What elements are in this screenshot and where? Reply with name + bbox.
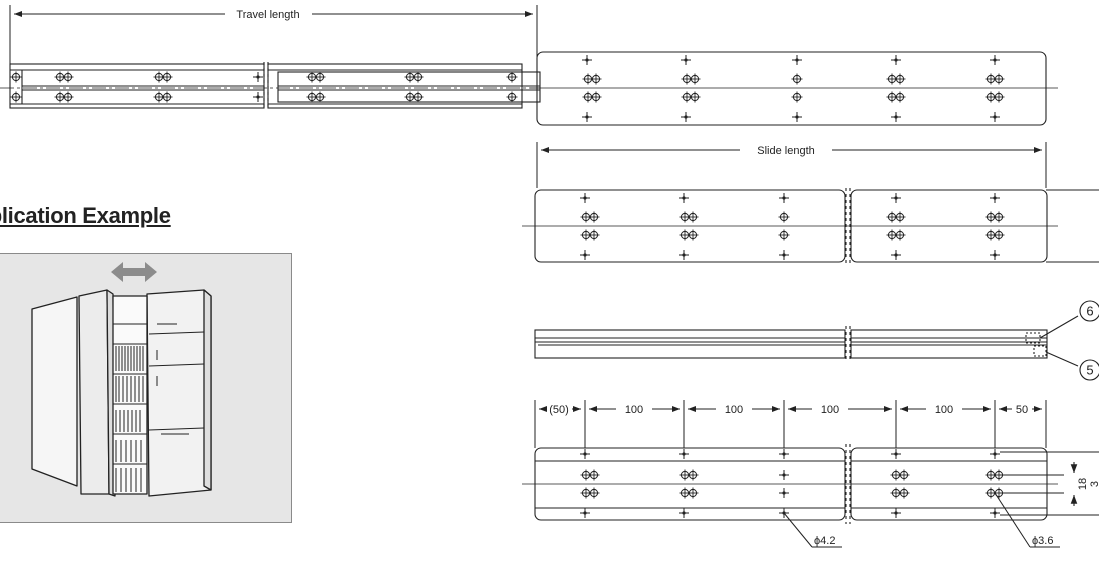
slide-length-dimension <box>536 142 1047 188</box>
drawer-member-extended <box>530 51 1058 126</box>
svg-text:5: 5 <box>1086 363 1093 378</box>
dim-pitch-1: 100 <box>625 404 643 416</box>
double-arrow-icon <box>111 262 157 282</box>
hole-leaders <box>783 492 1060 548</box>
dim-pitch-2: 100 <box>725 404 743 416</box>
dim-pitch-4: 100 <box>935 404 953 416</box>
hole-diameter-small: ϕ3.6 <box>1032 535 1053 547</box>
dim-first-offset: (50) <box>549 404 569 416</box>
slide-length-label: Slide length <box>757 145 815 157</box>
cabinet-illustration <box>31 262 212 497</box>
application-example-image <box>0 253 292 523</box>
hole-pitch-dimensions <box>534 400 1047 448</box>
dim-hole-spacing: 18 <box>1077 478 1089 490</box>
side-profile-view <box>534 315 1079 367</box>
dim-partial: 3 <box>1089 481 1099 487</box>
hole-diameter-large: ϕ4.2 <box>814 535 835 547</box>
closed-slide-holes <box>579 192 1005 261</box>
dim-pitch-3: 100 <box>821 404 839 416</box>
callout-5: 5 <box>1079 359 1099 381</box>
travel-length-dimension <box>9 5 538 64</box>
extended-slide-rails <box>9 62 541 110</box>
svg-text:6: 6 <box>1086 304 1093 319</box>
dim-last-offset: 50 <box>1016 404 1028 416</box>
application-example-heading: Application Example <box>0 203 171 228</box>
travel-length-label: Travel length <box>236 9 299 21</box>
callout-6: 6 <box>1079 300 1099 322</box>
